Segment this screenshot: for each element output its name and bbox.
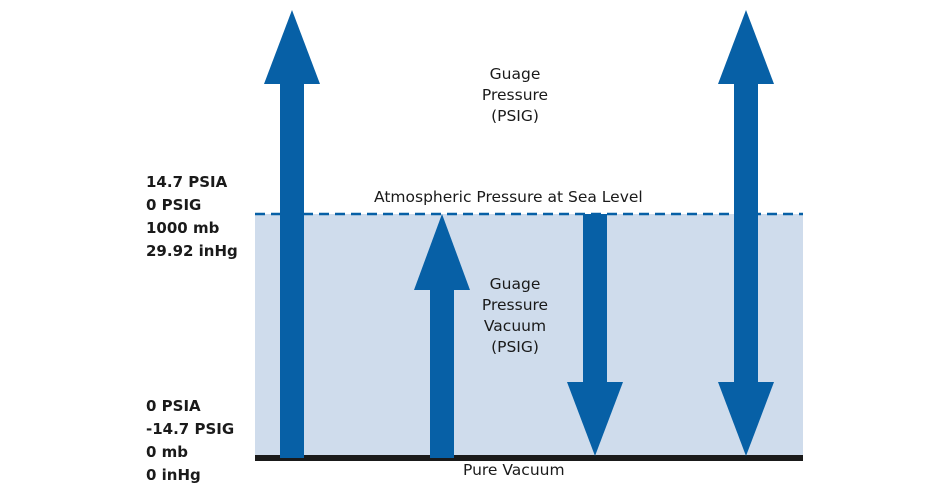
atmospheric-value-psig: 0 PSIG [146, 196, 202, 214]
gauge-vacuum-line-1: Guage [489, 275, 541, 293]
gauge-pressure-line-1: Guage [489, 65, 541, 83]
gauge-vacuum-line-3: Vacuum [483, 317, 547, 335]
vacuum-value-inhg: 0 inHg [146, 466, 201, 484]
absolute-pressure-arrow [264, 10, 320, 458]
gauge-pressure-line-3: (PSIG) [491, 107, 539, 125]
vacuum-value-mb: 0 mb [146, 443, 189, 461]
vacuum-value-psia: 0 PSIA [146, 397, 201, 415]
full-range-arrow [718, 10, 774, 456]
gauge-pressure-line-2: Pressure [481, 86, 549, 104]
gauge-vacuum-line-4: (PSIG) [491, 338, 539, 356]
pure-vacuum-label: Pure Vacuum [463, 461, 565, 479]
atmospheric-value-psia: 14.7 PSIA [146, 173, 228, 191]
gauge-vacuum-line-2: Pressure [481, 296, 549, 314]
gauge-pressure-label: Guage Pressure (PSIG) [460, 64, 570, 127]
vacuum-value-psig: -14.7 PSIG [146, 420, 235, 438]
atmospheric-value-inhg: 29.92 inHg [146, 242, 238, 260]
pure-vacuum-line [255, 455, 803, 461]
atmospheric-label: Atmospheric Pressure at Sea Level [374, 188, 643, 206]
gauge-vacuum-arrow [567, 214, 623, 456]
atmospheric-value-mb: 1000 mb [146, 219, 220, 237]
gauge-pressure-vacuum-label: Guage Pressure Vacuum (PSIG) [460, 274, 570, 358]
vacuum-to-atmosphere-arrow [414, 214, 470, 458]
vacuum-region [255, 214, 803, 458]
